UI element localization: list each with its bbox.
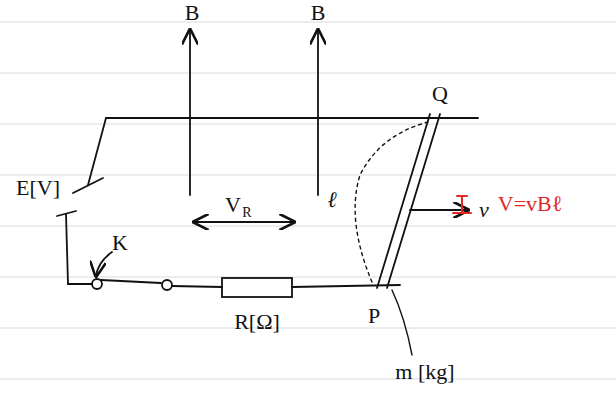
length-curve [355,122,428,282]
field-label: B [185,2,200,24]
length-label: ℓ [327,189,336,211]
moving-rod [387,114,440,288]
leader-line [392,290,412,355]
voltage-label: V [225,194,241,216]
battery-wire [66,214,92,284]
bottom-rail [292,285,400,287]
bottom-wire [172,286,222,287]
switch-contact [162,280,172,290]
velocity-label: v [479,199,489,221]
top-rail [106,117,478,119]
point-label: P [368,305,380,327]
moving-rod [377,114,430,288]
resistance-label: R[Ω] [234,311,280,333]
emf-label: E[V] [16,177,60,199]
voltage-arrow [194,221,294,223]
mass-label: m [kg] [395,361,454,383]
field-arrow [189,30,191,195]
left-wire [88,118,106,185]
field-arrow [317,30,319,195]
velocity-arrow [410,209,468,211]
field-label: B [311,2,326,24]
emf-battery-symbol [453,196,471,213]
notebook-lines [0,22,616,379]
resistor-symbol [222,278,292,297]
battery-long-plate [73,178,103,193]
point-label: Q [432,83,448,105]
voltage-subscript: R [242,206,251,220]
switch-pointer [96,252,112,276]
induced-emf-label: V=vBℓ [498,193,563,215]
switch-arm [101,280,161,283]
switch-label: K [112,232,128,254]
